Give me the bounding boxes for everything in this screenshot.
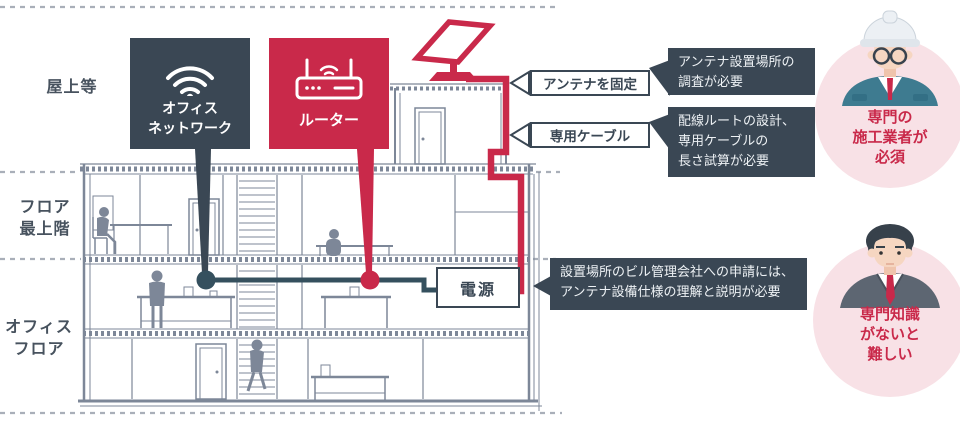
floor-label-line: 屋上等 xyxy=(46,77,98,96)
floor-label-office-floor: オフィス フロア xyxy=(4,316,74,359)
antenna-cable xyxy=(466,75,525,295)
top-floor-people xyxy=(97,207,341,256)
note-line: 専用ケーブルの xyxy=(678,134,769,150)
floor-label-line: 最上階 xyxy=(19,218,71,238)
network-to-power-line xyxy=(206,277,438,293)
persona-business-person: 専門知識 がないと 難しい xyxy=(813,224,960,397)
floor-label-top-floor: フロア 最上階 xyxy=(10,196,80,239)
callout-dedicated-cable-label: 専用ケーブル xyxy=(549,129,631,145)
callout-cable-tail xyxy=(509,122,530,148)
bottom-floor-interior xyxy=(131,339,424,400)
router-box: ルーター xyxy=(269,38,389,149)
network-node xyxy=(196,270,216,290)
callout-fix-antenna: アンテナを固定 xyxy=(530,70,650,96)
note-line: 配線ルートの設計、 xyxy=(678,114,796,129)
persona-text-line: 必須 xyxy=(874,147,905,166)
note-line: 調査が必要 xyxy=(678,75,744,91)
persona-business-text: 専門知識 がないと 難しい xyxy=(813,305,960,364)
callout-dedicated-cable: 専用ケーブル xyxy=(530,122,650,148)
network-box-label: オフィス xyxy=(162,101,218,117)
wifi-icon xyxy=(166,66,214,96)
note-line: 長さ試算が必要 xyxy=(678,154,770,170)
note-building-management: 設置場所のビル管理会社への申請には、 アンテナ設備仕様の理解と説明が必要 xyxy=(550,258,807,310)
persona-text-line: 施工業者が xyxy=(852,127,928,146)
network-stem xyxy=(195,149,211,273)
business-person-avatar xyxy=(840,224,940,308)
router-icon xyxy=(295,58,363,100)
callout-fix-antenna-label: アンテナを固定 xyxy=(543,77,637,93)
persona-worker-text: 専門の 施工業者が 必須 xyxy=(815,108,960,167)
bottom-floor-person xyxy=(250,339,264,372)
note-line: アンテナ設置場所の xyxy=(678,55,795,70)
note-cable-design: 配線ルートの設計、 専用ケーブルの 長さ試算が必要 xyxy=(668,107,815,177)
note-line: アンテナ設備仕様の理解と説明が必要 xyxy=(560,285,781,301)
building-shell xyxy=(78,163,542,411)
network-box-label: ネットワーク xyxy=(148,120,232,137)
office-network-box: オフィス ネットワーク xyxy=(130,38,250,149)
power-box-label: 電源 xyxy=(459,279,496,299)
floor-label-line: フロア xyxy=(13,338,65,358)
floor-label-line: オフィス xyxy=(5,317,73,336)
power-box: 電源 xyxy=(436,267,520,308)
antenna-icon xyxy=(411,19,496,81)
middle-floor-person xyxy=(149,270,165,306)
callout-fix-tail xyxy=(509,70,530,96)
persona-text-line: がないと xyxy=(859,324,920,343)
note1-connector xyxy=(649,60,670,96)
persona-text-line: 専門の xyxy=(867,108,913,126)
level-guide-lines xyxy=(0,5,562,415)
floor-label-line: フロア xyxy=(19,197,71,216)
middle-floor-interior xyxy=(137,265,391,329)
construction-worker-avatar xyxy=(842,10,938,106)
router-node xyxy=(360,270,380,290)
persona-text-line: 専門知識 xyxy=(859,305,920,323)
note-survey-required: アンテナ設置場所の 調査が必要 xyxy=(668,48,815,95)
note-line: 設置場所のビル管理会社への申請には、 xyxy=(560,265,795,280)
router-box-label: ルーター xyxy=(298,111,359,129)
floor-label-rooftop: 屋上等 xyxy=(40,76,104,98)
router-stem xyxy=(357,149,374,273)
top-floor-interior xyxy=(92,175,529,256)
note3-tail xyxy=(533,276,551,296)
persona-construction-worker: 専門の 施工業者が 必須 xyxy=(815,10,960,188)
persona-text-line: 難しい xyxy=(867,344,913,363)
note2-connector xyxy=(649,114,670,150)
